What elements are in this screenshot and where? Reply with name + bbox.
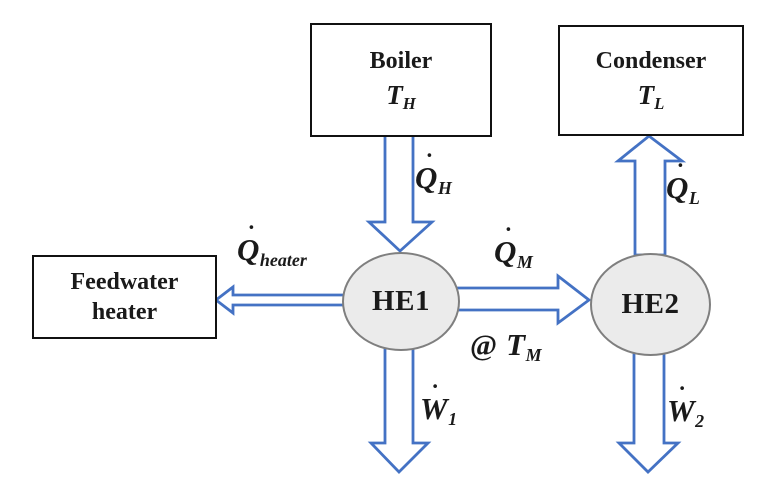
- label-qh: ˙QH: [415, 149, 452, 199]
- feedwater-heater-title: Feedwater heater: [70, 269, 179, 325]
- label-qheater: ˙Qheater: [237, 221, 307, 271]
- boiler-title: Boiler: [369, 47, 433, 74]
- heat-engine-2-node: HE2: [590, 253, 711, 356]
- heat-engine-1-node: HE1: [342, 252, 460, 351]
- label-qm: ˙QM: [494, 223, 533, 273]
- he1-label: HE1: [372, 285, 430, 317]
- label-w2: ˙W2: [667, 382, 705, 432]
- feedwater-heater-box: Feedwater heater: [32, 255, 217, 339]
- boiler-temperature: TH: [386, 79, 416, 113]
- label-at-tm: @TM: [470, 327, 542, 366]
- he2-label: HE2: [621, 288, 680, 320]
- arrow-qh-boiler-to-he1: [365, 132, 436, 253]
- label-w1: ˙W1: [420, 380, 458, 430]
- arrow-w2-he2-output: [615, 349, 682, 474]
- label-ql: ˙QL: [666, 159, 700, 209]
- boiler-box: Boiler TH: [310, 23, 492, 137]
- arrow-ql-he2-to-condenser: [614, 134, 687, 257]
- arrow-w1-he1-output: [367, 346, 432, 474]
- arrow-qheater-he1-to-feedwater: [213, 284, 346, 316]
- condenser-temperature: TL: [637, 80, 665, 114]
- arrow-qm-he1-to-he2: [454, 273, 592, 326]
- condenser-box: Condenser TL: [558, 25, 744, 136]
- condenser-title: Condenser: [595, 48, 707, 75]
